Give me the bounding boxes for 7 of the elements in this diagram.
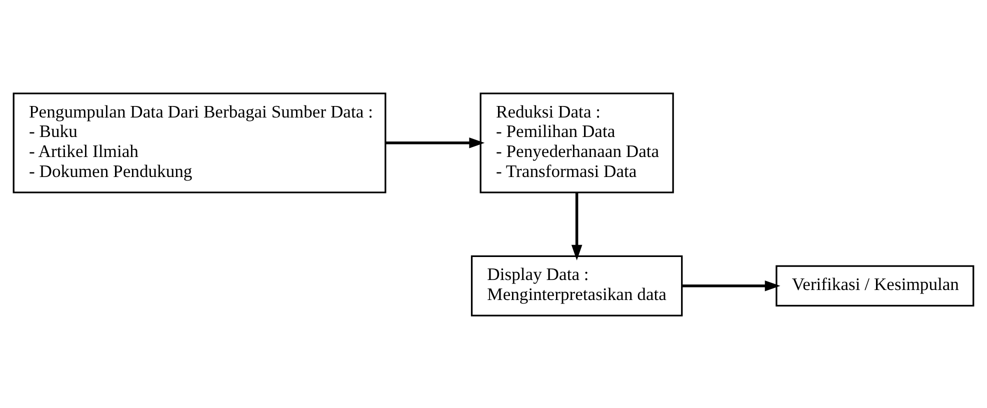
arrow (571, 192, 582, 260)
arrow (682, 280, 780, 291)
node-box: Pengumpulan Data Dari Berbagai Sumber Data : - Buku - Artikel Ilmiah - Dokumen Pendukung (12, 92, 386, 193)
node-box: Display Data : Menginterpretasikan data (470, 254, 683, 316)
node-box: Reduksi Data : - Pemilihan Data - Penyederhanaan Data - Transformasi Data (480, 92, 674, 193)
node-box: Verifikasi / Kesimpulan (776, 264, 974, 306)
arrow (386, 137, 485, 148)
